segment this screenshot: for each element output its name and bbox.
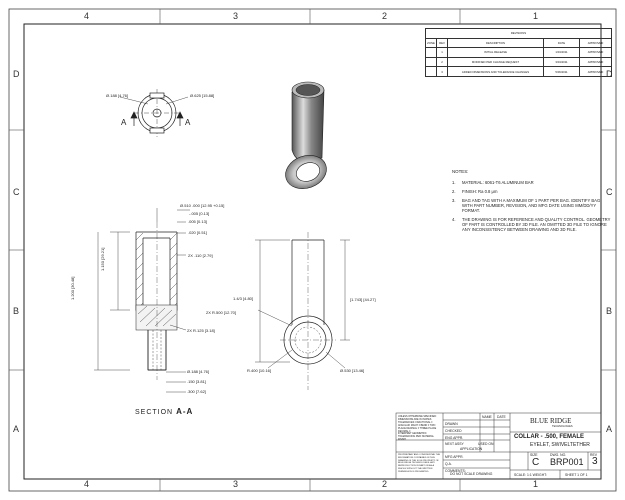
title-line-1: COLLAR - .500, FEMALE (514, 434, 585, 440)
tb-used-on: USED ON (478, 442, 494, 446)
dim-sec-b: .020 [0.51] (188, 230, 207, 235)
dim-side-len: [1.743] [44.27] (350, 297, 376, 302)
dim-sec-top2: -.005 [0.13] (189, 211, 210, 216)
zone-left-D: D (13, 69, 20, 79)
dim-side-angle: 1.4/3 [4.80] (233, 296, 254, 301)
dim-sec-len1: 1.150 [29.21] (100, 247, 105, 271)
dim-top-right: Ø.625 [15.88] (190, 93, 215, 98)
zone-left-B: B (13, 306, 20, 316)
zone-bottom-2: 2 (382, 479, 388, 489)
isometric-view (285, 81, 327, 189)
zone-bottom-4: 4 (84, 479, 90, 489)
size-label: SIZE (530, 453, 538, 457)
section-arrow-left-label: A (121, 118, 127, 127)
dwg-label: DWG. NO. (550, 453, 567, 457)
note-item: 3.BAG AND TAG WITH A MAXIMUM OF 1 PART P… (452, 198, 601, 213)
tb-row-comments: COMMENTS: (445, 469, 466, 473)
zone-right-A: A (606, 424, 613, 434)
zone-top-4: 4 (84, 11, 90, 21)
company-sub: TECHNOLOGIES (552, 425, 573, 428)
zone-right-C: C (606, 187, 613, 197)
notes-block: NOTES: 1.MATERIAL: 6061-T6 ALUMINUM BAR … (452, 169, 612, 236)
zone-left-A: A (13, 424, 20, 434)
tb-next-assy: NEXT ASSY (445, 442, 464, 446)
zone-bottom-1: 1 (533, 479, 539, 489)
dim-top-left: Ø.188 [4.76] (106, 93, 129, 98)
tb-do-not-scale: DO NOT SCALE DRAWING (450, 472, 493, 476)
zone-top-3: 3 (233, 11, 239, 21)
tb-row-qa: Q.A. (445, 462, 452, 466)
tb-proprietary: PROPRIETARY AND CONFIDENTIAL THE INFORMA… (398, 454, 441, 473)
tb-tolerance-notes2: INTERPRET GEOMETRIC TOLERANCING PER: MAT… (398, 432, 434, 441)
tb-row-mfg: MFG APPR. (445, 455, 464, 459)
dim-sec-c: 2X .110 [2.79] (188, 253, 213, 258)
dim-sec-len2: 1.200 [30.48] (70, 276, 75, 300)
tb-row-checked: CHECKED (445, 429, 462, 433)
revision-row: 3 ADDED DIMENSIONS AND TOLERANCE CHANGES… (425, 66, 612, 77)
zone-left-C: C (13, 187, 20, 197)
tb-row-eng: ENG APPR. (445, 436, 464, 440)
top-view (119, 89, 189, 137)
revision-title: REVISIONS (425, 28, 612, 39)
dim-side-r: 2X R.500 [12.70] (206, 310, 237, 315)
zone-top-2: 2 (382, 11, 388, 21)
scale-weight: SCALE: 1:1 WEIGHT: (514, 473, 547, 477)
title-line-2: EYELET, SWIVELTETHER (530, 442, 590, 448)
rev-header-date: DATE (543, 37, 580, 49)
sheet-count: SHEET 1 OF 1 (565, 473, 588, 477)
zone-right-B: B (606, 306, 613, 316)
tb-tolerance-notes: UNLESS OTHERWISE SPECIFIED: DIMENSIONS A… (398, 415, 437, 433)
revision-number: 3 (592, 456, 598, 467)
rev-label: REV (590, 453, 597, 457)
rev-header-rev: REV (436, 37, 448, 49)
title-block-lines (395, 412, 602, 480)
rev-header-zone: ZONE (425, 37, 437, 49)
note-item: 4.THE DRAWING IS FOR REFERENCE AND QUALI… (452, 217, 611, 232)
tb-application: APPLICATION (460, 447, 483, 451)
company-name: BLUE RIDGE (530, 417, 572, 425)
dim-sec-bore: Ø.188 [4.76] (187, 369, 210, 374)
note-item: 2.FINISH: Ra 0.8 μm (452, 189, 498, 194)
zone-ticks (9, 9, 616, 491)
dim-sec-chamfer: 2X R.125 [3.18] (187, 328, 215, 333)
dim-sec-w1: .150 [3.81] (187, 379, 206, 384)
dim-sec-w2: .300 [7.62] (187, 389, 206, 394)
rev-header-approved: APPROVED (579, 37, 612, 49)
size-value: C (532, 457, 540, 468)
tb-col-date: DATE (497, 415, 506, 419)
note-item: 1.MATERIAL: 6061-T6 ALUMINUM BAR (452, 180, 534, 185)
tb-row-drawn: DRAWN (445, 422, 458, 426)
side-view (255, 232, 350, 390)
inner-border (23, 23, 602, 480)
rev-header-description: DESCRIPTION (447, 37, 544, 49)
tb-col-name: NAME (482, 415, 492, 419)
section-label: SECTION A-A (135, 407, 194, 416)
section-view (94, 208, 190, 393)
section-arrow-right-label: A (185, 118, 191, 127)
dim-sec-top: Ø.510 .000 [12.95 +0.15] (180, 203, 225, 208)
notes-heading: NOTES: (452, 169, 469, 174)
zone-bottom-3: 3 (233, 479, 239, 489)
revision-table: REVISIONS ZONE REV DESCRIPTION DATE APPR… (425, 28, 612, 77)
drawing-number: BRP001 (550, 457, 584, 467)
zone-top-1: 1 (533, 11, 539, 21)
dim-sec-a: .005 [0.13] (188, 219, 207, 224)
dim-side-dia2: Ø.530 [13.46] (340, 368, 365, 373)
dim-side-dia: R.400 [10.16] (247, 368, 272, 373)
